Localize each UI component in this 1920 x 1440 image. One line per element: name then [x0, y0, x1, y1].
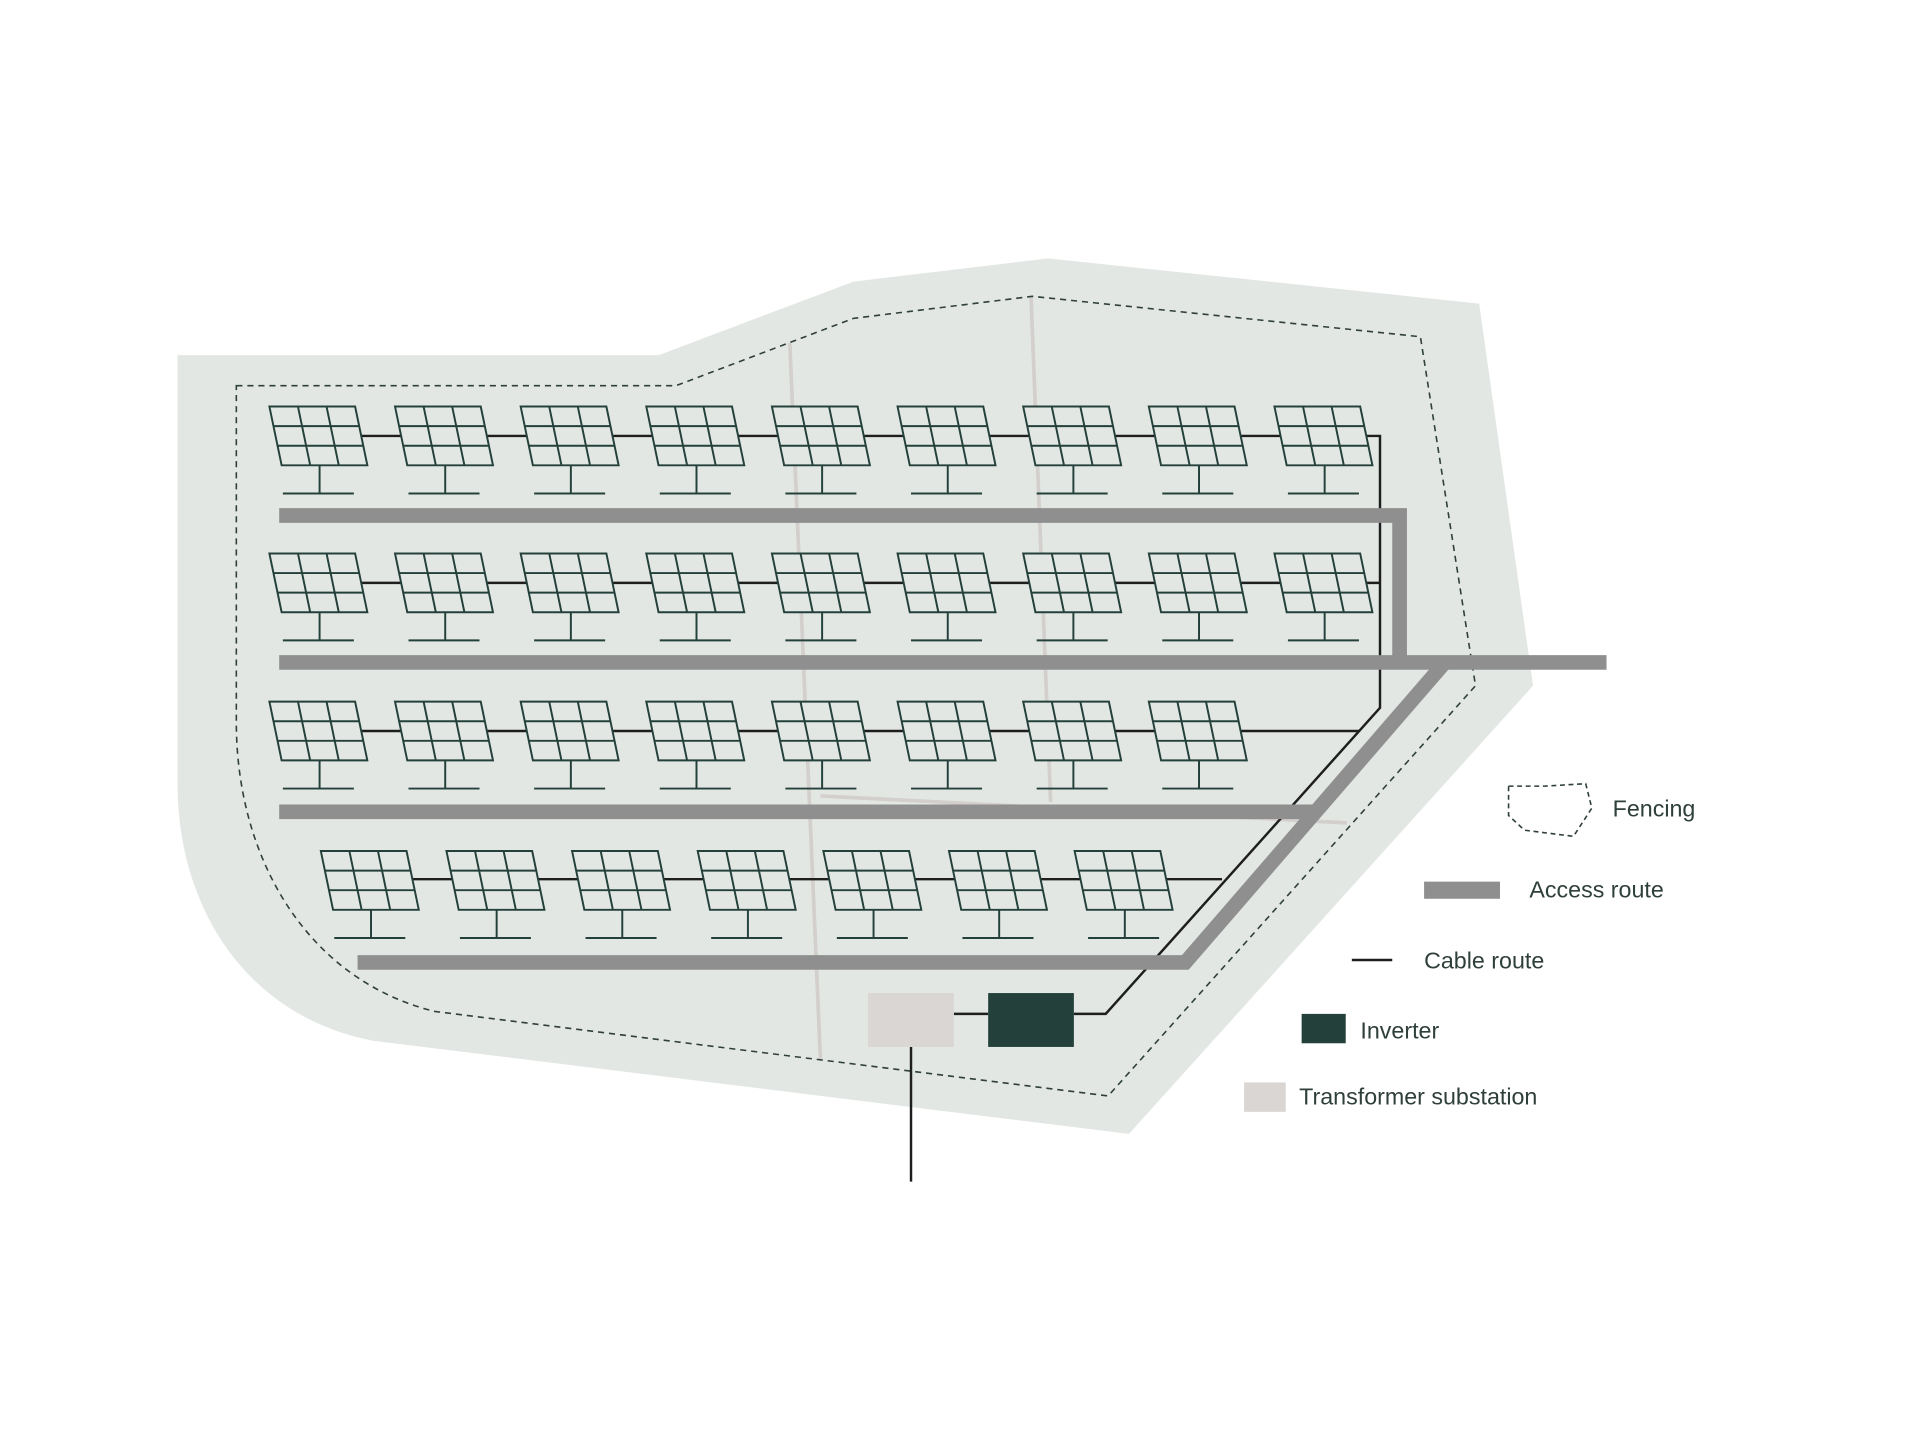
- solar-panel: [519, 552, 620, 642]
- solar-panel: [319, 850, 420, 939]
- solar-panel: [896, 552, 997, 642]
- access-route: [357, 657, 1451, 970]
- solar-panel: [896, 700, 997, 790]
- access-routes: [279, 508, 1607, 970]
- solar-panel: [519, 405, 620, 495]
- legend-fencing-label: Fencing: [1613, 796, 1696, 822]
- solar-panel: [1147, 405, 1248, 495]
- transformer-legend-icon: [1244, 1082, 1286, 1112]
- solar-panel: [1147, 552, 1248, 642]
- solar-panel: [393, 552, 495, 642]
- solar-panel: [268, 405, 369, 495]
- access-route: [279, 508, 1407, 663]
- solar-panel: [268, 552, 369, 642]
- solar-panel: [445, 850, 546, 939]
- solar-panel: [570, 850, 672, 939]
- solar-panel: [696, 850, 797, 939]
- solar-panel: [896, 405, 997, 495]
- inverter: [988, 993, 1074, 1047]
- solar-panel: [1147, 700, 1248, 790]
- solar-panel: [645, 552, 746, 642]
- solar-panel: [1273, 405, 1374, 495]
- solar-panel: [822, 850, 923, 939]
- inverter-legend-icon: [1301, 1013, 1346, 1044]
- solar-panel: [519, 700, 620, 790]
- fencing-legend-icon: [1507, 782, 1593, 838]
- transformer-substation: [868, 993, 954, 1047]
- land-area: [177, 258, 1534, 1134]
- legend-inverter-label: Inverter: [1360, 1017, 1439, 1043]
- access-route-legend-icon: [1424, 881, 1500, 899]
- solar-panel: [1021, 405, 1123, 495]
- solar-panel: [1073, 850, 1174, 939]
- solar-panel: [645, 700, 746, 790]
- legend-transformer-label: Transformer substation: [1299, 1083, 1537, 1109]
- solar-panel: [1021, 700, 1123, 790]
- solar-panel: [393, 405, 495, 495]
- legend-cable-route-label: Cable route: [1424, 948, 1544, 974]
- cable-route: [318, 434, 1382, 1016]
- solar-panel: [947, 850, 1049, 939]
- solar-panel: [268, 700, 369, 790]
- solar-panel: [645, 405, 746, 495]
- solar-panel: [770, 700, 872, 790]
- legend-access-route-label: Access route: [1529, 877, 1663, 903]
- solar-panels: [268, 405, 1374, 939]
- solar-panel: [770, 405, 872, 495]
- solar-panel: [393, 700, 495, 790]
- solar-panel: [770, 552, 872, 642]
- fencing: [235, 295, 1477, 1097]
- solar-panel: [1273, 552, 1374, 642]
- legend: Fencing Access route Cable route Inverte…: [1244, 782, 1696, 1112]
- solar-panel: [1021, 552, 1123, 642]
